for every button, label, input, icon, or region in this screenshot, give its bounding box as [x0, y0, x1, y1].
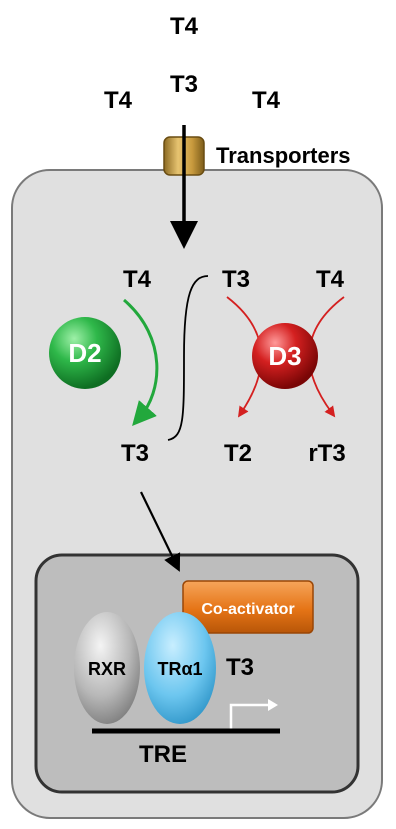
t4-top-label: T4 [170, 13, 199, 40]
transporters-label: Transporters [216, 143, 351, 168]
nuclear-entry-arrow [140, 491, 181, 572]
d3-label: D3 [268, 341, 301, 371]
d2-enzyme-sphere [49, 317, 121, 389]
t3-top-label: T3 [170, 71, 198, 98]
t2-output-label: T2 [224, 440, 252, 467]
coactivator-label: Co-activator [201, 601, 294, 618]
tra1-receptor [144, 612, 216, 724]
rxr-label: RXR [88, 659, 126, 679]
d2-conversion-arrow [123, 298, 159, 427]
t3-d2-output-label: T3 [121, 440, 149, 467]
tre-label: TRE [139, 741, 187, 768]
t4-d2-input-label: T4 [123, 266, 152, 293]
coactivator-box [182, 580, 314, 634]
t4-left-label: T4 [104, 87, 133, 114]
t3-nuclear-label: T3 [226, 654, 254, 681]
transcription-start-arrow [229, 703, 268, 730]
t3-shuttle-curve [167, 275, 209, 441]
tra1-label: TRα1 [157, 659, 202, 679]
t4-d3-input-label: T4 [316, 266, 345, 293]
rxr-receptor [74, 612, 140, 724]
d3-enzyme-sphere [252, 323, 318, 389]
t4-right-label: T4 [252, 87, 281, 114]
transcription-arrowhead [268, 699, 278, 711]
d2-label: D2 [68, 338, 101, 368]
t3-d3-input-label: T3 [222, 266, 250, 293]
rt3-output-label: rT3 [308, 440, 345, 467]
